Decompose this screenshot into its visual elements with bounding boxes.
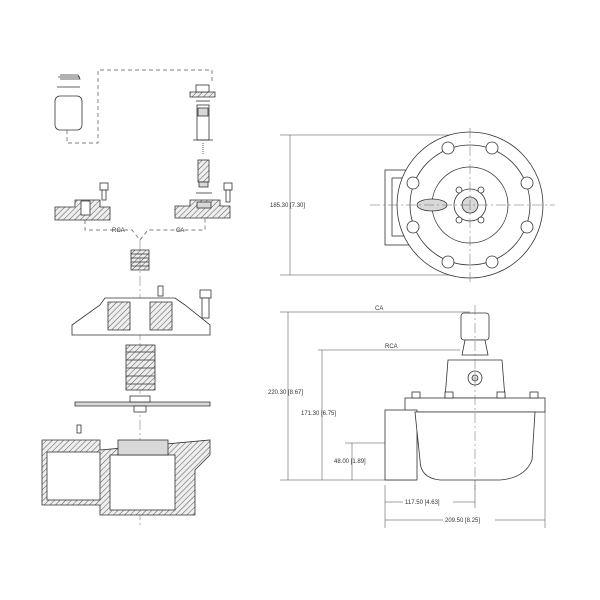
overall-width-dim: 209.50 [8.25] [445, 518, 480, 524]
port-height-dim: 48.00 [1.89] [334, 459, 366, 465]
diaphragm [74, 395, 211, 413]
cover-bolt [199, 289, 212, 319]
coil-clip [57, 74, 81, 88]
pilot-block-rca [54, 182, 111, 221]
top-view: 185.30 [7.30] [270, 128, 555, 285]
port-to-center-dim: 117.50 [4.63] [405, 500, 440, 506]
outlet-port [384, 409, 418, 481]
pilot-block-ca [174, 182, 233, 219]
assembly-path-line [66, 69, 213, 144]
front-bolts [411, 391, 539, 399]
top-height-dim: 185.30 [7.30] [270, 203, 305, 209]
valve-cover [71, 285, 211, 336]
rca-label: RCA [112, 228, 125, 234]
pilot-options-line [84, 218, 206, 241]
plunger [196, 159, 212, 194]
overall-height-dim: 220.30 [8.67] [268, 390, 303, 396]
valve-body [41, 439, 211, 516]
solenoid-nut [189, 84, 216, 102]
pin [76, 424, 82, 434]
front-view: CA RCA 220.30 [8.67] 171.30 [6.75] 48.00… [268, 305, 546, 528]
ca-dim-label: CA [375, 306, 383, 312]
armature-tube [193, 104, 213, 155]
rca-height-dim: 171.30 [6.75] [301, 411, 336, 417]
flange-bolts [406, 141, 534, 269]
ca-label: CA [176, 228, 184, 234]
exploded-view: RCA CA [41, 69, 233, 525]
solenoid-coil [54, 95, 83, 131]
rca-dim-label: RCA [385, 344, 398, 350]
main-spring [125, 344, 156, 391]
